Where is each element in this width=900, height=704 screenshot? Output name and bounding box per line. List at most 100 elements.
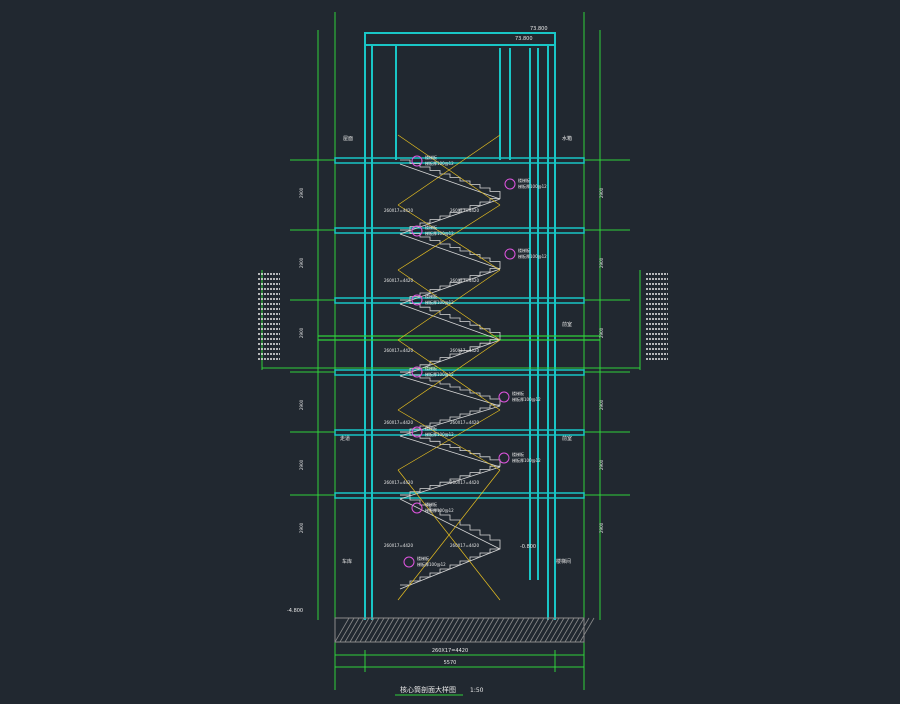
hatch-line — [359, 617, 375, 643]
hatch-line — [494, 617, 510, 643]
flight-dim: 260X17=4420 — [384, 480, 413, 485]
hatch-line — [539, 617, 555, 643]
hatch-line — [479, 617, 495, 643]
bottom-flight-dim: 260X17=4420 — [432, 648, 468, 654]
hatch-line — [484, 617, 500, 643]
stair-tag-circle — [411, 155, 423, 167]
stair-tag-note: 梯板厚100@12 — [425, 431, 454, 437]
foundation-hatch — [334, 617, 595, 643]
hatch-line — [404, 617, 420, 643]
stair-tag-label: 楼梯板 — [425, 293, 437, 299]
hatch-line — [554, 617, 570, 643]
stair-flight — [400, 336, 501, 373]
stair-tag-note: 梯板厚100@12 — [425, 160, 454, 166]
hatch-line — [569, 617, 585, 643]
hatch-line — [519, 617, 535, 643]
hatch-line — [369, 617, 385, 643]
stair-tag-label: 楼梯板 — [425, 501, 437, 507]
room-label-machine: 水箱 — [562, 135, 572, 142]
flight-dim: 260X17=4420 — [384, 348, 413, 353]
room-label-roof-left: 屋面 — [343, 136, 353, 142]
stair-hatch-line — [397, 204, 501, 271]
hatch-line — [434, 617, 450, 643]
floor-height-dim: 2900 — [299, 327, 304, 338]
floor-height-dim: 2900 — [599, 257, 604, 268]
stair-flight — [400, 463, 501, 496]
hatch-line — [544, 617, 560, 643]
axis-grid-lines — [261, 12, 641, 690]
floor-height-dim: 2900 — [299, 399, 304, 410]
stair-hatch-line — [397, 269, 501, 341]
stair-tag-circle — [411, 426, 423, 438]
stair-flight — [400, 299, 501, 336]
stair-soffit — [399, 435, 501, 468]
floor-height-dim: 2900 — [299, 187, 304, 198]
flight-dim: 260X17=4420 — [450, 348, 479, 353]
stair-tag-label: 楼梯板 — [417, 555, 429, 561]
hatch-line — [354, 617, 370, 643]
hatch-line — [374, 617, 390, 643]
stair-tag-label: 楼梯板 — [425, 365, 437, 371]
flight-dim: 260X17=4420 — [384, 543, 413, 548]
stair-tag-circle — [411, 502, 423, 514]
room-label-bottom-left: 车库 — [342, 558, 352, 565]
roof-elevation: 73.800 — [530, 26, 548, 32]
flight-dim: 260X17=4420 — [450, 480, 479, 485]
hatch-line — [499, 617, 515, 643]
stair-hatch-line — [397, 134, 501, 206]
floor-height-dim: 2900 — [299, 459, 304, 470]
hatch-line — [334, 617, 350, 643]
hatch-line — [409, 617, 425, 643]
floor-height-dim: 2900 — [599, 522, 604, 533]
hatch-line — [384, 617, 400, 643]
stair-soffit — [399, 405, 501, 437]
floor-height-dim: 2900 — [599, 459, 604, 470]
hatch-line — [394, 617, 410, 643]
hatch-line — [379, 617, 395, 643]
stair-hatch-lines — [397, 134, 501, 601]
stair-tag-label: 楼梯板 — [512, 451, 524, 457]
flight-dim: 260X17=4420 — [450, 543, 479, 548]
floor-height-dim: 2900 — [299, 522, 304, 533]
stair-tag-note: 梯板厚100@12 — [425, 230, 454, 236]
stair-tag-note: 梯板厚100@12 — [425, 507, 454, 513]
stair-tag-circle — [411, 294, 423, 306]
room-label-right-room: 前室 — [562, 321, 572, 328]
stair-flight — [400, 545, 501, 586]
hatch-line — [464, 617, 480, 643]
hatch-line — [559, 617, 575, 643]
room-label-corridor: 走道 — [340, 435, 350, 442]
hatch-line — [579, 617, 595, 643]
stair-soffit — [399, 303, 501, 341]
drawing-title: 核心筒剖面大样图 — [400, 685, 456, 694]
hatch-line — [364, 617, 380, 643]
stair-flights — [399, 159, 501, 590]
floor-height-dim: 2900 — [599, 399, 604, 410]
hatch-line — [514, 617, 530, 643]
stair-tag-note: 梯板厚100@12 — [425, 371, 454, 377]
hatch-line — [349, 617, 365, 643]
stair-tag-label: 楼梯板 — [425, 154, 437, 160]
stair-soffit — [399, 198, 501, 235]
flight-dim: 260X17=4420 — [384, 420, 413, 425]
hatch-line — [444, 617, 460, 643]
stair-flight — [400, 265, 501, 301]
flight-dim: 260X17=4420 — [450, 208, 479, 213]
floor-height-dim: 2900 — [599, 187, 604, 198]
stair-flight — [400, 195, 501, 231]
hatch-line — [564, 617, 580, 643]
stair-tag-circle — [411, 366, 423, 378]
hatch-line — [429, 617, 445, 643]
stair-flight — [400, 494, 501, 545]
stair-soffit — [399, 498, 501, 550]
stair-tag-label: 楼梯板 — [512, 390, 524, 396]
stair-soffit — [399, 339, 501, 377]
landing-elevation: -0.800 — [520, 544, 536, 550]
hatch-line — [524, 617, 540, 643]
bottom-dimension — [335, 650, 584, 672]
stair-tags: 楼梯板梯板厚100@12楼梯板梯板厚100@12楼梯板梯板厚100@12楼梯板梯… — [403, 154, 547, 568]
hatch-line — [439, 617, 455, 643]
hatch-line — [509, 617, 525, 643]
